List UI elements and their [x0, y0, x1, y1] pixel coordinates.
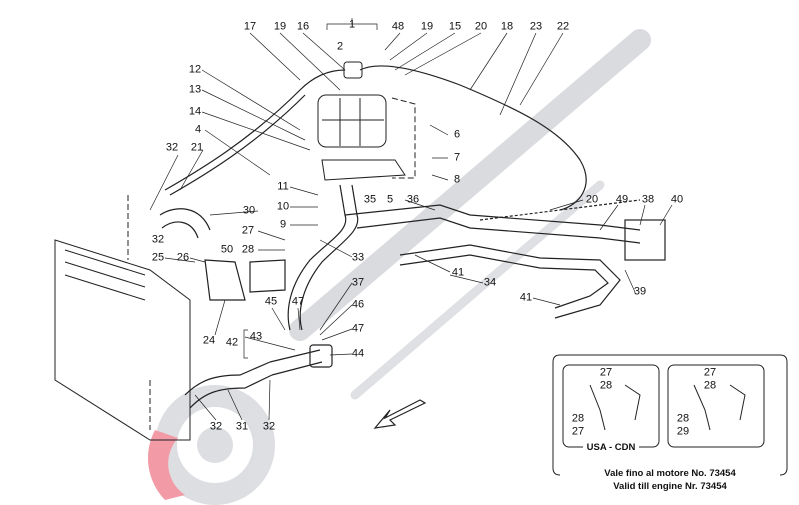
expansion-tank: [317, 61, 416, 181]
coolant-hoses: [159, 65, 666, 409]
part-number-label: 24: [202, 334, 216, 347]
part-number-label: 26: [176, 251, 190, 264]
part-number-label: 20: [474, 20, 488, 33]
inset-note-italian: Vale fino al motore No. 73454: [560, 468, 780, 479]
part-number-label: 15: [448, 20, 462, 33]
inset-frame: [552, 354, 788, 476]
inset-label: 27: [571, 425, 585, 438]
inset-caption-usa-cdn: USA - CDN: [583, 442, 639, 453]
part-number-label: 20: [585, 193, 599, 206]
part-number-label: 6: [453, 128, 461, 141]
part-number-label: 47: [351, 322, 365, 335]
part-number-label: 14: [188, 105, 202, 118]
part-number-label: 45: [264, 295, 278, 308]
inset-label: 27: [703, 366, 717, 379]
part-number-label: 50: [220, 243, 234, 256]
part-number-label: 32: [151, 233, 165, 246]
radiator: [54, 195, 191, 441]
part-number-label: 48: [391, 20, 405, 33]
part-number-label: 38: [641, 193, 655, 206]
inset-label: 28: [599, 379, 613, 392]
part-number-label: 44: [351, 347, 365, 360]
part-number-label: 46: [351, 298, 365, 311]
part-number-label: 40: [670, 193, 684, 206]
part-number-label: 10: [276, 200, 290, 213]
part-number-label: 22: [556, 20, 570, 33]
part-number-label: 41: [519, 291, 533, 304]
part-number-label: 17: [243, 20, 257, 33]
inset-label: 29: [676, 425, 690, 438]
part-number-label: 42: [225, 336, 239, 349]
watermark-disc-logo: [147, 385, 275, 505]
part-number-label: 36: [406, 193, 420, 206]
part-number-label: 34: [483, 276, 497, 289]
part-number-label: 19: [420, 20, 434, 33]
part-number-label: 47: [291, 295, 305, 308]
part-number-label: 43: [249, 330, 263, 343]
part-number-label: 19: [273, 20, 287, 33]
part-number-label: 49: [615, 193, 629, 206]
inset-label: 27: [599, 366, 613, 379]
watermark-brand-lettering: [289, 29, 651, 341]
part-number-label: 8: [453, 173, 461, 186]
part-number-label: 33: [351, 251, 365, 264]
part-number-label: 32: [209, 420, 223, 433]
part-number-label: 37: [351, 276, 365, 289]
part-number-label: 25: [151, 251, 165, 264]
inset-note-english: Valid till engine Nr. 73454: [613, 481, 727, 492]
part-number-label: 9: [279, 218, 287, 231]
part-number-label: 13: [188, 83, 202, 96]
part-number-label: 2: [336, 40, 344, 53]
part-number-label: 23: [529, 20, 543, 33]
part-number-label: 18: [500, 20, 514, 33]
inset-label: 28: [676, 412, 690, 425]
leader-lines: [149, 18, 673, 421]
inset-label: 28: [703, 379, 717, 392]
part-number-label: 5: [386, 193, 394, 206]
part-number-label: 35: [363, 193, 377, 206]
part-number-label: 31: [235, 420, 249, 433]
part-number-label: 7: [453, 151, 461, 164]
part-number-label: 30: [242, 204, 256, 217]
direction-arrow: [373, 399, 427, 429]
part-number-label: 28: [241, 243, 255, 256]
part-number-label: 32: [165, 141, 179, 154]
inset-label: 28: [571, 412, 585, 425]
part-number-label: 39: [633, 285, 647, 298]
watermark-tagline-lettering: [350, 180, 605, 400]
part-number-label: 32: [262, 420, 276, 433]
part-number-label: 16: [296, 20, 310, 33]
part-number-label: 41: [451, 266, 465, 279]
part-number-label: 11: [277, 180, 289, 193]
part-number-label: 27: [241, 224, 255, 237]
part-number-label: 21: [190, 141, 204, 154]
part-number-label: 12: [188, 63, 202, 76]
part-number-label: 1: [348, 18, 356, 31]
part-number-label: 4: [194, 123, 202, 136]
